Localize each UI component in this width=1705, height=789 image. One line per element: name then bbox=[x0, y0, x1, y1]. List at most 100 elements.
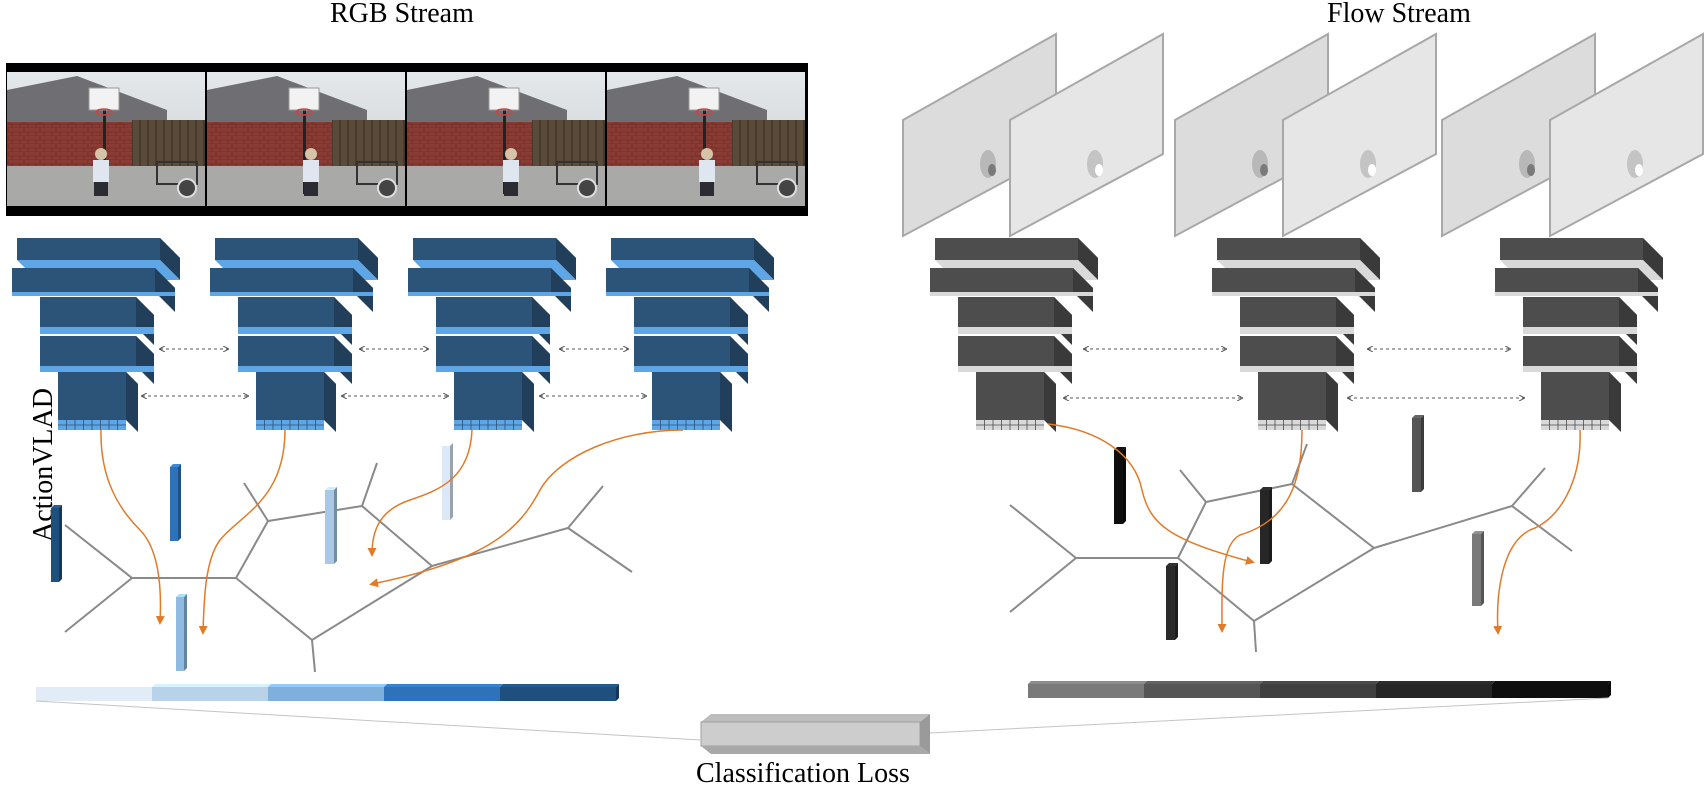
assignment-arrow bbox=[1217, 429, 1303, 633]
descriptor-bar-top bbox=[442, 443, 453, 446]
frame-hoop-pole bbox=[503, 110, 506, 194]
cnn-box-side bbox=[749, 268, 769, 312]
frame-trailer-wheel bbox=[377, 178, 397, 198]
cnn-layer-light bbox=[634, 366, 748, 372]
flow-blob-core bbox=[1368, 164, 1376, 176]
frame-hoop-rim bbox=[95, 108, 113, 116]
cnn-box-front bbox=[1240, 297, 1336, 327]
cnn-box-front bbox=[634, 336, 730, 366]
feature-segment-top bbox=[152, 684, 271, 687]
flow-blob-core bbox=[1095, 164, 1103, 176]
feature-end bbox=[616, 684, 619, 701]
cnn-layer-light bbox=[238, 366, 352, 372]
feature-segment-top bbox=[384, 684, 503, 687]
feature-segment bbox=[500, 687, 616, 701]
descriptor-bar-icon bbox=[1114, 447, 1126, 524]
descriptor-bar-top bbox=[170, 464, 181, 467]
feature-segment bbox=[1144, 684, 1260, 698]
cnn-box-side bbox=[155, 268, 175, 312]
descriptor-bar-top bbox=[1412, 415, 1424, 418]
cnn-box-side bbox=[1638, 268, 1658, 312]
graph-edge bbox=[235, 577, 313, 641]
descriptor-bar-icon bbox=[170, 464, 181, 541]
frame-trailer bbox=[356, 161, 398, 185]
cnn-box-front bbox=[1217, 238, 1360, 260]
flow-frame-stack bbox=[902, 32, 1704, 238]
cnn-layer-light bbox=[40, 327, 154, 334]
graph-edge bbox=[567, 527, 633, 573]
cnn-box-side bbox=[1044, 372, 1056, 432]
descriptor-bar-top bbox=[51, 505, 62, 508]
descriptor-bar-side bbox=[1481, 531, 1484, 606]
flow-frame-plane bbox=[1282, 32, 1437, 238]
loss-block-front bbox=[700, 721, 921, 747]
graph-edge bbox=[1373, 505, 1513, 549]
cnn-layer-light bbox=[1240, 327, 1354, 334]
cnn-box-front bbox=[210, 268, 353, 292]
graph-edge bbox=[1179, 469, 1207, 503]
video-frame-icon bbox=[407, 72, 605, 206]
frame-player-head bbox=[505, 148, 517, 160]
cnn-box-front bbox=[436, 297, 532, 327]
cnn-box-front bbox=[436, 336, 532, 366]
descriptor-bar-side bbox=[1269, 487, 1272, 564]
flow-blob-core bbox=[988, 164, 996, 176]
cnn-box-side bbox=[1336, 297, 1354, 345]
assignment-arrow bbox=[1047, 423, 1255, 565]
frame-roof bbox=[407, 76, 567, 124]
cnn-box-side bbox=[136, 297, 154, 345]
assignment-arrow bbox=[1493, 429, 1581, 635]
descriptor-bar-icon bbox=[325, 487, 337, 564]
frame-hoop-pole bbox=[303, 110, 306, 194]
cnn-box-side bbox=[1360, 238, 1380, 280]
frame-hoop-rim bbox=[295, 108, 313, 116]
feature-segment bbox=[268, 687, 384, 701]
loss-connector bbox=[929, 697, 1609, 734]
cnn-box-front bbox=[958, 297, 1054, 327]
cnn-box-side bbox=[1643, 238, 1663, 280]
cnn-box-side bbox=[324, 372, 336, 432]
frame-trailer-wheel bbox=[177, 178, 197, 198]
cnn-box-front bbox=[1495, 268, 1638, 292]
classification-loss-block bbox=[35, 697, 1609, 754]
graph-edge bbox=[1177, 557, 1255, 622]
frame-player-legs bbox=[94, 182, 108, 196]
rgb-aggregated-feature bbox=[36, 684, 619, 701]
cnn-stack-icon bbox=[606, 238, 774, 432]
loss-block-side bbox=[920, 714, 930, 754]
video-frame-icon bbox=[207, 72, 405, 206]
descriptor-bar-icon bbox=[442, 443, 453, 520]
cnn-box-side bbox=[1619, 297, 1637, 345]
graph-edge bbox=[1291, 483, 1375, 549]
cnn-box-front bbox=[413, 238, 556, 260]
cnn-layer-light bbox=[12, 292, 175, 296]
descriptor-bar-top bbox=[1166, 563, 1178, 566]
descriptor-bar-front bbox=[51, 508, 59, 582]
descriptor-bar-side bbox=[334, 487, 337, 564]
cnn-box-side bbox=[358, 238, 378, 280]
descriptor-bar-icon bbox=[51, 505, 62, 582]
rgb-stream-title: RGB Stream bbox=[330, 0, 474, 29]
cnn-box-side bbox=[532, 297, 550, 345]
feature-segment bbox=[1376, 684, 1492, 698]
cnn-box-side bbox=[754, 238, 774, 280]
descriptor-bar-top bbox=[325, 487, 337, 490]
assignment-arrow bbox=[198, 429, 286, 635]
feature-segment-top bbox=[1028, 681, 1147, 684]
cnn-stack-icon bbox=[12, 238, 180, 432]
feature-segment bbox=[384, 687, 500, 701]
cnn-stack-icon bbox=[930, 238, 1098, 432]
loss-connector bbox=[35, 700, 701, 741]
feature-segment-top bbox=[1492, 681, 1611, 684]
frame-trailer bbox=[756, 161, 798, 185]
graph-edge bbox=[311, 565, 433, 641]
descriptor-bar-icon bbox=[1166, 563, 1178, 640]
descriptor-bar-front bbox=[170, 467, 178, 541]
cnn-box-side bbox=[1609, 372, 1621, 432]
cnn-layer-light bbox=[1240, 366, 1354, 372]
cnn-box-front bbox=[930, 268, 1073, 292]
feature-segment-top bbox=[1144, 681, 1263, 684]
graph-edge bbox=[567, 485, 604, 529]
cnn-layer-light bbox=[958, 366, 1072, 372]
cnn-box-side bbox=[353, 268, 373, 312]
